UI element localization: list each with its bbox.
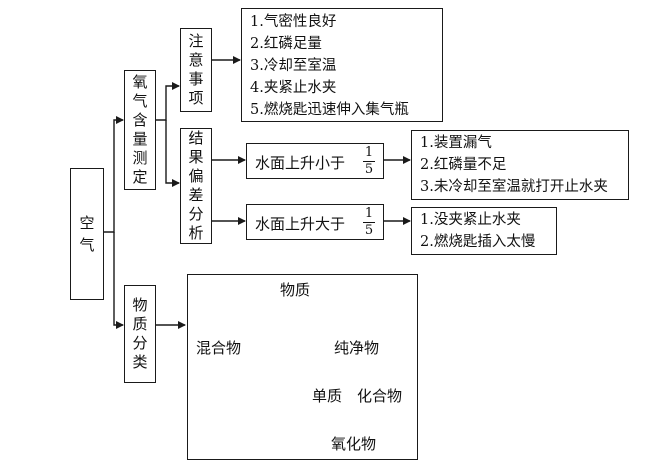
fraction-bar bbox=[363, 222, 375, 223]
classification-tree-box bbox=[187, 274, 418, 460]
oxygen-measurement-box: 氧气含量测定 bbox=[124, 70, 156, 190]
arrow-root-to-oxygen bbox=[104, 116, 124, 233]
note-item: 2.红磷足量 bbox=[250, 36, 322, 52]
low-reason-item: 1.装置漏气 bbox=[420, 135, 492, 151]
tree-node-pure: 纯净物 bbox=[334, 339, 380, 357]
error-analysis-box: 结果偏差分析 bbox=[180, 128, 212, 244]
arrow-oxygen-to-notes bbox=[155, 82, 180, 121]
notes-box: 注意事项 bbox=[180, 28, 212, 112]
notes-label: 注意事项 bbox=[188, 32, 204, 107]
root-label: 空气 bbox=[71, 169, 103, 299]
low-rise-fraction: 1 5 bbox=[363, 146, 375, 177]
low-rise-denominator: 5 bbox=[364, 162, 374, 177]
high-rise-box: 水面上升大于 1 5 bbox=[246, 204, 384, 240]
root-label-text: 空气 bbox=[79, 214, 95, 254]
high-rise-fraction: 1 5 bbox=[363, 207, 375, 238]
classification-box: 物质分类 bbox=[124, 285, 156, 383]
low-rise-text: 水面上升小于 bbox=[255, 154, 346, 172]
tree-node-element: 单质 bbox=[312, 387, 343, 405]
high-rise-text: 水面上升大于 bbox=[255, 215, 346, 233]
arrow-oxygen-to-error bbox=[165, 120, 180, 187]
note-item: 3.冷却至室温 bbox=[250, 58, 337, 74]
notes-list: 1.气密性良好 2.红磷足量 3.冷却至室温 4.夹紧止水夹 5.燃烧匙迅速伸入… bbox=[250, 11, 409, 121]
root-box: 空气 bbox=[70, 168, 104, 300]
note-item: 4.夹紧止水夹 bbox=[250, 80, 337, 96]
arrow-root-to-classify bbox=[113, 232, 124, 329]
tree-node-substance: 物质 bbox=[280, 281, 311, 299]
high-reasons-box: 1.没夹紧止水夹 2.燃烧匙插入太慢 bbox=[411, 207, 557, 255]
tree-node-compound: 化合物 bbox=[357, 387, 403, 405]
high-reason-item: 2.燃烧匙插入太慢 bbox=[420, 234, 536, 250]
note-item: 5.燃烧匙迅速伸入集气瓶 bbox=[250, 102, 409, 118]
high-reason-item: 1.没夹紧止水夹 bbox=[420, 212, 521, 228]
classification-label: 物质分类 bbox=[132, 296, 148, 371]
low-reasons-list: 1.装置漏气 2.红磷量不足 3.未冷却至室温就打开止水夹 bbox=[420, 132, 608, 198]
low-reason-item: 2.红磷量不足 bbox=[420, 157, 507, 173]
low-reason-item: 3.未冷却至室温就打开止水夹 bbox=[420, 179, 608, 195]
tree-node-mixture: 混合物 bbox=[196, 339, 242, 357]
notes-list-box: 1.气密性良好 2.红磷足量 3.冷却至室温 4.夹紧止水夹 5.燃烧匙迅速伸入… bbox=[241, 8, 443, 122]
note-item: 1.气密性良好 bbox=[250, 14, 337, 30]
fraction-bar bbox=[363, 161, 375, 162]
high-reasons-list: 1.没夹紧止水夹 2.燃烧匙插入太慢 bbox=[420, 209, 535, 253]
high-rise-denominator: 5 bbox=[364, 223, 374, 238]
low-rise-box: 水面上升小于 1 5 bbox=[246, 143, 384, 179]
low-reasons-box: 1.装置漏气 2.红磷量不足 3.未冷却至室温就打开止水夹 bbox=[411, 130, 629, 200]
tree-node-oxide: 氧化物 bbox=[331, 435, 377, 453]
low-rise-numerator: 1 bbox=[364, 145, 374, 160]
error-analysis-label: 结果偏差分析 bbox=[188, 129, 204, 242]
high-rise-numerator: 1 bbox=[364, 206, 374, 221]
oxygen-measurement-label: 氧气含量测定 bbox=[132, 73, 148, 186]
